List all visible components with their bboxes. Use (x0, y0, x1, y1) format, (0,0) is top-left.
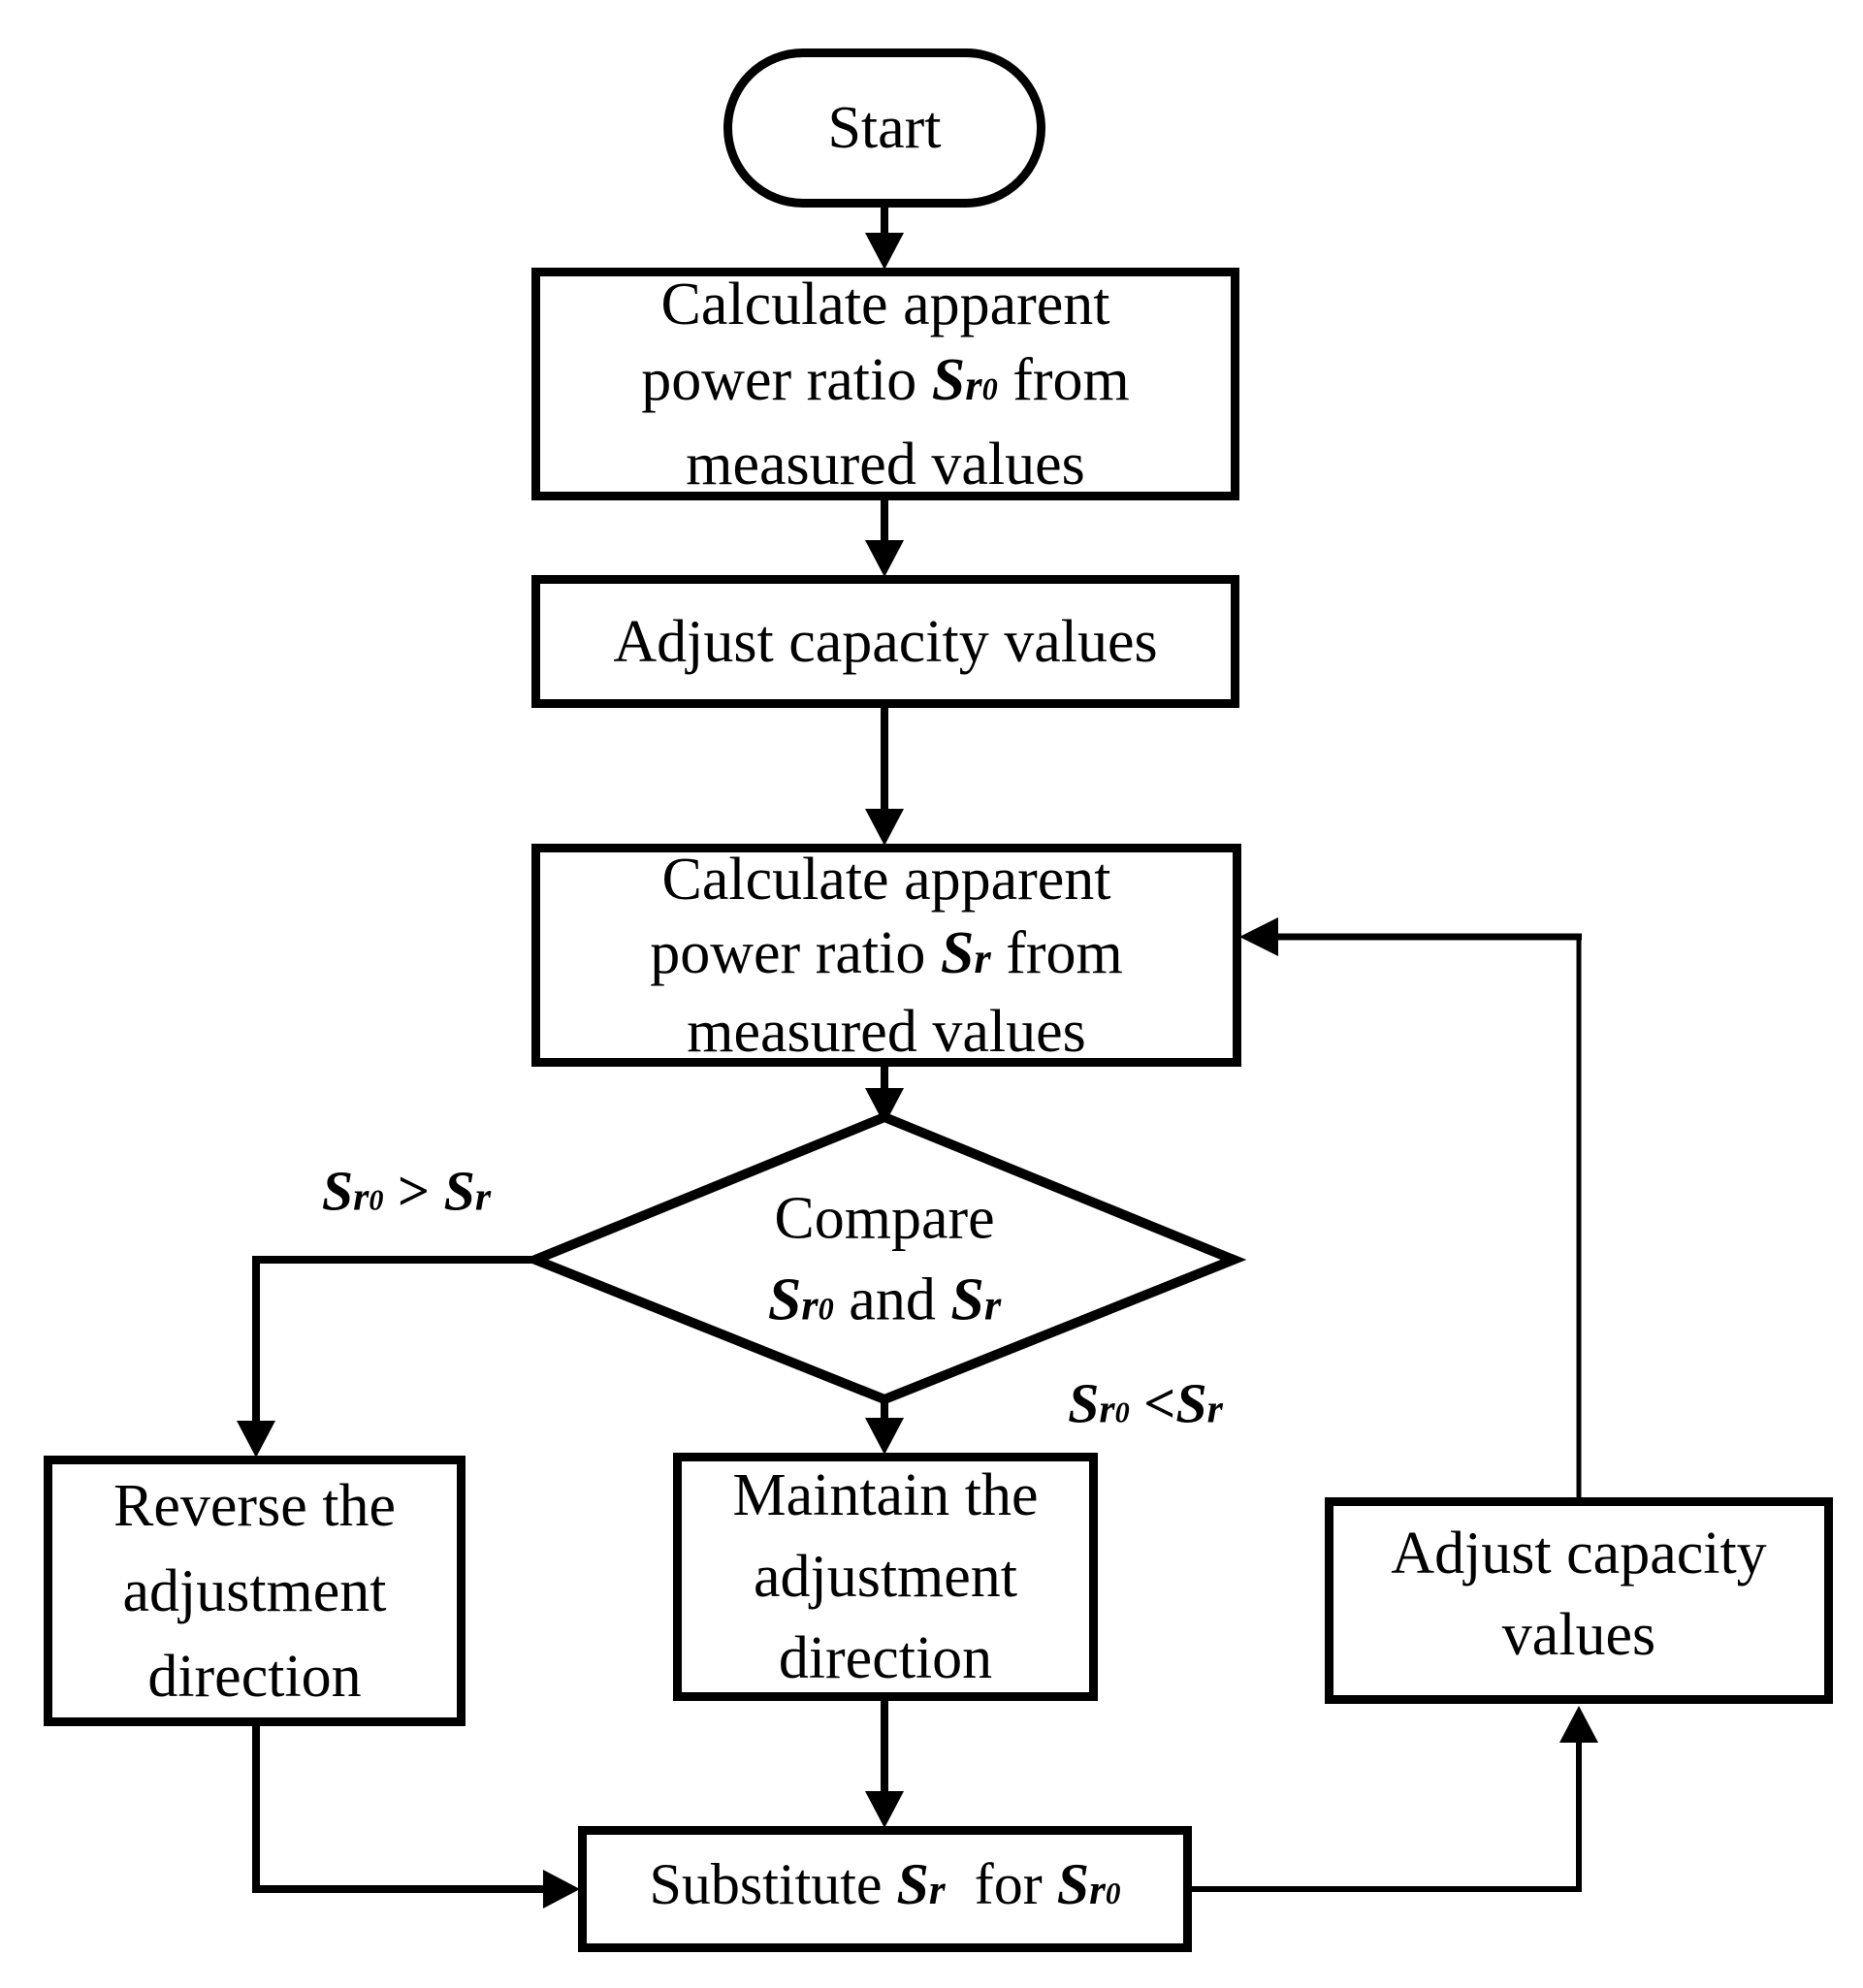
start-label: Start (827, 95, 942, 161)
arrowhead-to-adjust-loop (1559, 1706, 1598, 1743)
text-line: power ratio Sr0 from (641, 346, 1130, 413)
text-line: Adjust capacity (1391, 1520, 1767, 1587)
text-line: Adjust capacity values (613, 608, 1158, 675)
arrowhead-to-substitute-left (543, 1870, 580, 1908)
text-line: measured values (686, 431, 1085, 497)
arrowhead-to-substitute (865, 1791, 904, 1828)
edge-compare-to-reverse (252, 1256, 535, 1423)
arrowhead-loop-to-calc-sr (1239, 917, 1278, 956)
text-line: Reverse the (113, 1472, 396, 1539)
process-reverse-direction: Reverse the adjustment direction (44, 1456, 466, 1726)
process-maintain-direction: Maintain the adjustment direction (673, 1453, 1098, 1701)
text-line: values (1501, 1601, 1656, 1668)
decision-compare: Compare Sr0 and Sr (768, 1178, 1001, 1350)
text-line: Compare (774, 1185, 995, 1252)
terminal-start: Start (723, 48, 1045, 208)
branch-label-sr0-greater: Sr0 > Sr (321, 1159, 492, 1223)
arrowhead-to-compare (865, 1088, 904, 1125)
text-line: Calculate apparent (660, 271, 1110, 337)
process-substitute: Substitute Sr for Sr0 (578, 1826, 1192, 1952)
process-adjust-capacity-initial: Adjust capacity values (531, 575, 1239, 708)
edge-reverse-to-substitute (252, 1724, 545, 1893)
text-line: direction (147, 1643, 362, 1710)
text-line: adjustment (122, 1557, 387, 1624)
arrowhead-to-calc-sr (865, 809, 904, 846)
text-line: measured values (687, 998, 1086, 1065)
text-line: direction (778, 1625, 993, 1691)
branch-label-sr0-less: Sr0 <Sr (1068, 1371, 1223, 1435)
text-line: adjustment (753, 1544, 1018, 1610)
process-adjust-capacity-loop: Adjust capacity values (1325, 1497, 1833, 1704)
process-calculate-sr: Calculate apparent power ratio Sr from m… (531, 844, 1241, 1067)
decision-diamond-shape (522, 1111, 1247, 1405)
text-line: Calculate apparent (661, 846, 1111, 913)
text-line: power ratio Sr from (650, 919, 1123, 986)
arrowhead-to-maintain (865, 1418, 904, 1455)
arrowhead-to-calc-sr0 (865, 233, 904, 270)
edge-substitute-to-adjust-loop (1192, 1741, 1582, 1892)
text-line: Sr0 and Sr (767, 1267, 1002, 1333)
arrowhead-to-adjust (865, 540, 904, 577)
text-line: Maintain the (732, 1462, 1039, 1528)
process-calculate-sr0: Calculate apparent power ratio Sr0 from … (531, 268, 1239, 500)
text-line: Substitute Sr for Sr0 (649, 1852, 1121, 1916)
arrowhead-to-reverse (237, 1421, 275, 1458)
